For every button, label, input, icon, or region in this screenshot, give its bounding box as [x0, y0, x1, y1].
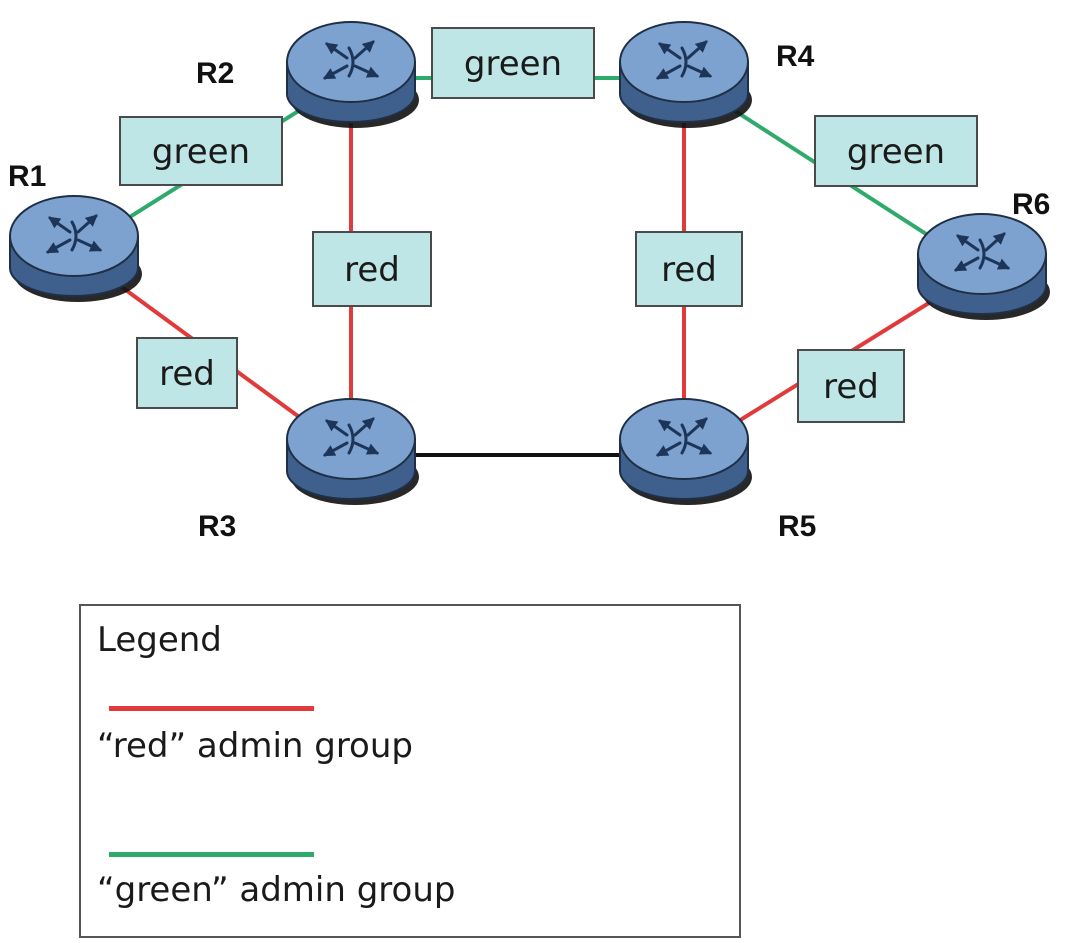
legend-red-line-swatch	[109, 706, 314, 711]
link-label-r1-r2: green	[119, 116, 283, 186]
link-label-r4-r6: green	[814, 115, 978, 187]
router-icon	[953, 232, 1011, 272]
link-label-text: red	[344, 250, 400, 290]
link-label-text: green	[847, 132, 945, 172]
router-icon	[45, 214, 103, 254]
legend-green-line-swatch	[109, 852, 314, 857]
router-icon	[655, 40, 713, 80]
router-icon	[655, 417, 713, 457]
link-label-text: green	[152, 132, 250, 172]
link-label-r1-r3: red	[136, 337, 238, 409]
legend-red-label: “red” admin group	[97, 726, 413, 766]
link-label-text: red	[159, 354, 215, 394]
router-r2	[286, 21, 419, 128]
router-label-r2: R2	[196, 57, 234, 90]
router-label-r6: R6	[1012, 188, 1050, 221]
router-r3	[286, 398, 419, 505]
link-label-r2-r4: green	[431, 27, 595, 99]
legend-green-label: “green” admin group	[97, 870, 456, 910]
router-icon	[322, 40, 380, 80]
router-label-r5: R5	[778, 510, 816, 543]
link-label-text: green	[464, 44, 562, 84]
link-label-r5-r6: red	[797, 349, 905, 423]
legend-title: Legend	[97, 620, 222, 660]
router-label-r1: R1	[8, 160, 46, 193]
legend-box: Legend “red” admin group “green” admin g…	[79, 604, 741, 938]
router-icon	[322, 417, 380, 457]
link-label-text: red	[661, 250, 717, 290]
link-label-r2-r3: red	[312, 231, 432, 307]
router-label-r4: R4	[776, 40, 815, 73]
link-labels-layer: green green green red red red red	[119, 27, 978, 423]
router-r1	[9, 195, 142, 302]
router-r5	[619, 398, 752, 505]
link-label-r4-r5: red	[635, 231, 743, 307]
link-label-text: red	[823, 367, 879, 407]
router-r6	[917, 213, 1050, 320]
router-r4	[619, 21, 752, 128]
router-label-r3: R3	[198, 510, 236, 543]
